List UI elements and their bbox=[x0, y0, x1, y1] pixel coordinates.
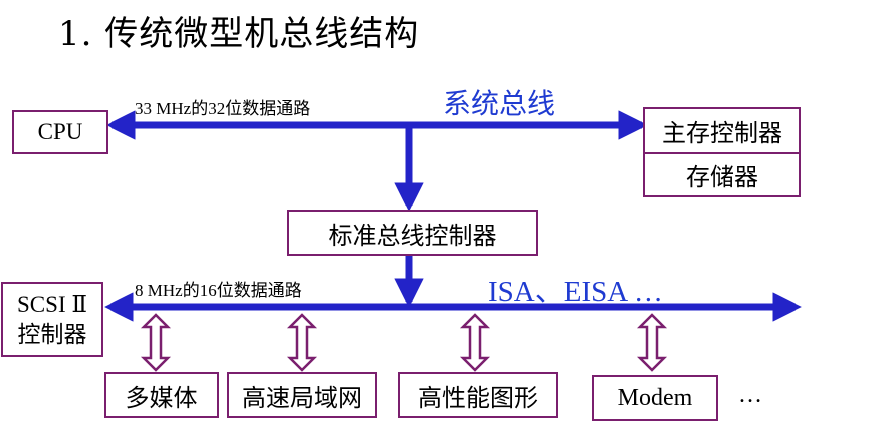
main-memory-controller-box: 主存控制器 bbox=[643, 107, 801, 154]
cpu-box: CPU bbox=[12, 110, 108, 154]
modem-connector-arrow bbox=[636, 313, 668, 372]
expansion-bus-label: ISA、EISA … bbox=[488, 276, 663, 308]
page-title: 1. 传统微型机总线结构 bbox=[58, 14, 420, 54]
modem-box: Modem bbox=[592, 375, 718, 421]
more-devices-ellipsis: … bbox=[738, 382, 762, 408]
scsi-controller-label-line1: SCSI Ⅱ bbox=[17, 291, 87, 317]
multimedia-connector-arrow bbox=[140, 313, 172, 372]
scsi-controller-label-line2: 控制器 bbox=[17, 321, 87, 348]
system-bus-label: 系统总线 bbox=[443, 87, 556, 120]
system-bus-speed-label: 33 MHz的32位数据通路 bbox=[135, 99, 311, 118]
expansion-bus-speed-label: 8 MHz的16位数据通路 bbox=[135, 281, 302, 300]
memory-box: 存储器 bbox=[643, 152, 801, 197]
graphics-box: 高性能图形 bbox=[398, 372, 558, 418]
lan-connector-arrow bbox=[286, 313, 318, 372]
standard-bus-controller-box: 标准总线控制器 bbox=[287, 210, 538, 256]
scsi-controller-box: SCSI Ⅱ 控制器 bbox=[1, 282, 103, 357]
lan-box: 高速局域网 bbox=[227, 372, 377, 418]
graphics-connector-arrow bbox=[459, 313, 491, 372]
multimedia-box: 多媒体 bbox=[104, 372, 219, 418]
